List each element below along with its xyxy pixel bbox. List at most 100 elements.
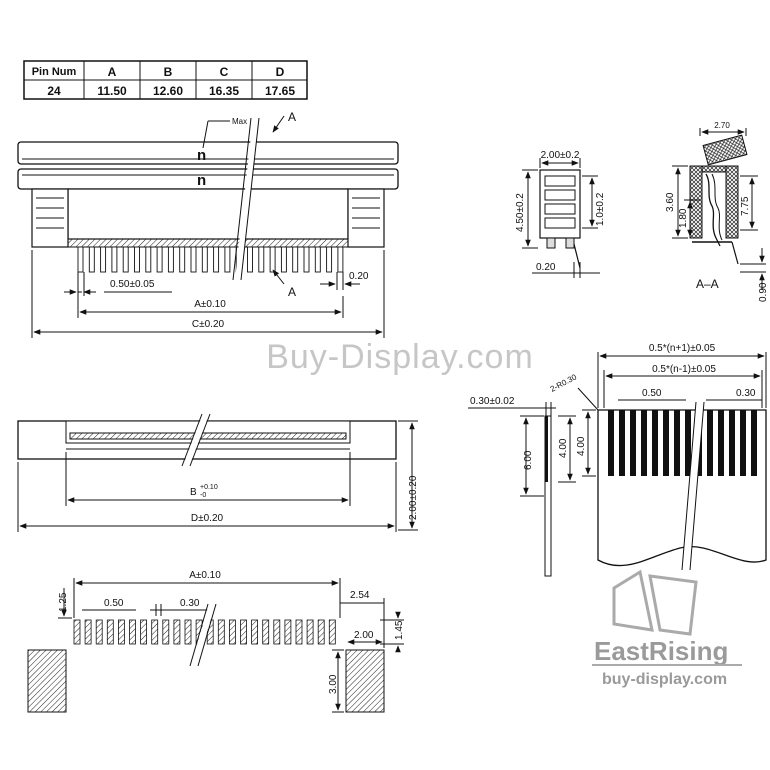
fpc-len-contact-2: 4.00 [576,436,587,456]
fp-a-dim: A±0.10 [189,570,221,581]
fpc-finger [641,410,647,476]
connector-pin [88,246,95,273]
table-cell-pin: 24 [47,84,61,98]
fp-mount-height: 3.00 [328,674,339,694]
fpc-finger [674,410,680,476]
footprint-pad [240,619,247,645]
fp-pitch-label: 0.50 [104,598,124,609]
section-a-bottom: A [288,285,296,299]
connector-pin [314,246,321,273]
brand-url: buy-display.com [602,671,727,688]
fpc-finger [751,410,757,476]
footprint-pad [273,619,281,645]
footprint-pad [328,619,336,645]
fpc-detail: 0.5*(n+1)±0.05 0.5*(n-1)±0.05 2-R0.30 0.… [468,343,767,577]
fpc-finger [608,410,614,476]
connector-pin [179,246,186,273]
side-height-label: 4.50±0.2 [515,193,526,232]
fpc-finger [740,410,746,476]
table-cell-b: 12.60 [153,84,183,98]
footprint-pad [184,619,192,645]
footprint-pad [217,619,225,645]
footprint-pad [295,619,303,645]
fpc-finger [663,410,669,476]
fpc-width-top: 0.5*(n+1)±0.05 [649,343,716,354]
c-dim-label: C±0.20 [192,319,225,330]
table-cell-d: 17.65 [265,84,295,98]
footprint-pad [151,619,159,645]
connector-pin [326,246,333,273]
footprint-pad [84,619,92,645]
footprint-pad [251,619,259,645]
footprint-pads [73,619,336,645]
fpc-finger [652,410,658,476]
connector-pin [213,246,220,273]
fpc-len-total: 6.00 [523,450,534,470]
side-width-label: 2.00±0.2 [541,150,580,161]
connector-pin [201,246,208,273]
side-bottom-label: 0.20 [536,262,556,273]
n-mid-label: n [197,172,206,189]
logo-mark-icon-2 [648,574,698,636]
footprint-pad [162,619,170,645]
top-view: Max n n A A 0.50±0.05 0.20 A±0.10 C±0.20 [17,110,399,338]
fpc-pitch: 0.50 [642,388,662,399]
pin-table: Pin Num A B C D 24 11.50 12.60 16.35 17.… [23,60,308,100]
fp-left-offset: 1.25 [58,592,69,612]
connector-pin [280,246,287,273]
table-cell-c: 16.35 [209,84,239,98]
connector-pin [145,246,152,273]
connector-pin [190,246,197,273]
fp-width-label: 0.30 [180,598,200,609]
footprint-pad [140,619,148,645]
fpc-finger: 0.30 [736,388,756,399]
table-cell-a: 11.50 [97,84,127,98]
logo-mark-icon [612,569,654,632]
footprint-pad [228,619,236,645]
connector-pin [269,246,276,273]
connector-pin [156,246,163,273]
section-a-top: A [288,110,296,124]
connector-pin [167,246,174,273]
connector-pin [134,246,140,273]
fp-pad-height: 1.45 [394,620,405,640]
footprint-pad [73,619,81,645]
fpc-finger [685,410,691,476]
connector-pin [258,246,265,273]
fpc-width-inner: 0.5*(n-1)±0.05 [652,364,716,375]
section-top-label: 2.70 [714,121,730,130]
fpc-radius: 2-R0.30 [549,372,579,394]
section-bottom-label: 0.90 [758,282,769,302]
front-view: B +0.10 -0 D±0.20 2.00±0.20 [17,412,419,532]
connector-pin [224,246,231,273]
section-view: 2.70 3.60 1.80 7.75 0.90 A–A [665,121,769,302]
side-view: 2.00±0.2 4.50±0.2 1.0±0.2 0.20 [515,150,606,278]
connector-pin [337,246,344,273]
section-h1-label: 3.60 [665,192,676,212]
table-header-d: D [276,65,285,79]
connector-pin [303,246,310,273]
footprint-pad [173,619,181,645]
section-h3-label: 7.75 [740,196,751,216]
table-header-a: A [108,65,117,79]
b-tol-plus: +0.10 [200,484,218,491]
connector-pin [111,246,118,273]
side-inner-label: 1.0±0.2 [595,192,606,226]
eastrising-logo: EastRising buy-display.com [592,569,742,688]
n-top-label: n [197,147,206,164]
connector-pin [247,246,253,273]
connector-pin [292,246,299,273]
fp-right-ext: 2.54 [350,590,370,601]
max-label: Max [232,117,247,126]
brand-name: EastRising [594,636,728,666]
table-header-pin: Pin Num [32,66,77,78]
footprint-pad [317,619,325,645]
table-header-b: B [164,65,173,79]
footprint-pad [129,619,136,645]
pin-width-label: 0.20 [349,271,369,282]
fp-mount-width: 2.00 [354,630,374,641]
footprint-pad [106,619,114,645]
footprint: A±0.10 0.50 0.30 1.25 2.54 1.45 2.00 [27,570,405,713]
connector-pin [122,246,129,273]
